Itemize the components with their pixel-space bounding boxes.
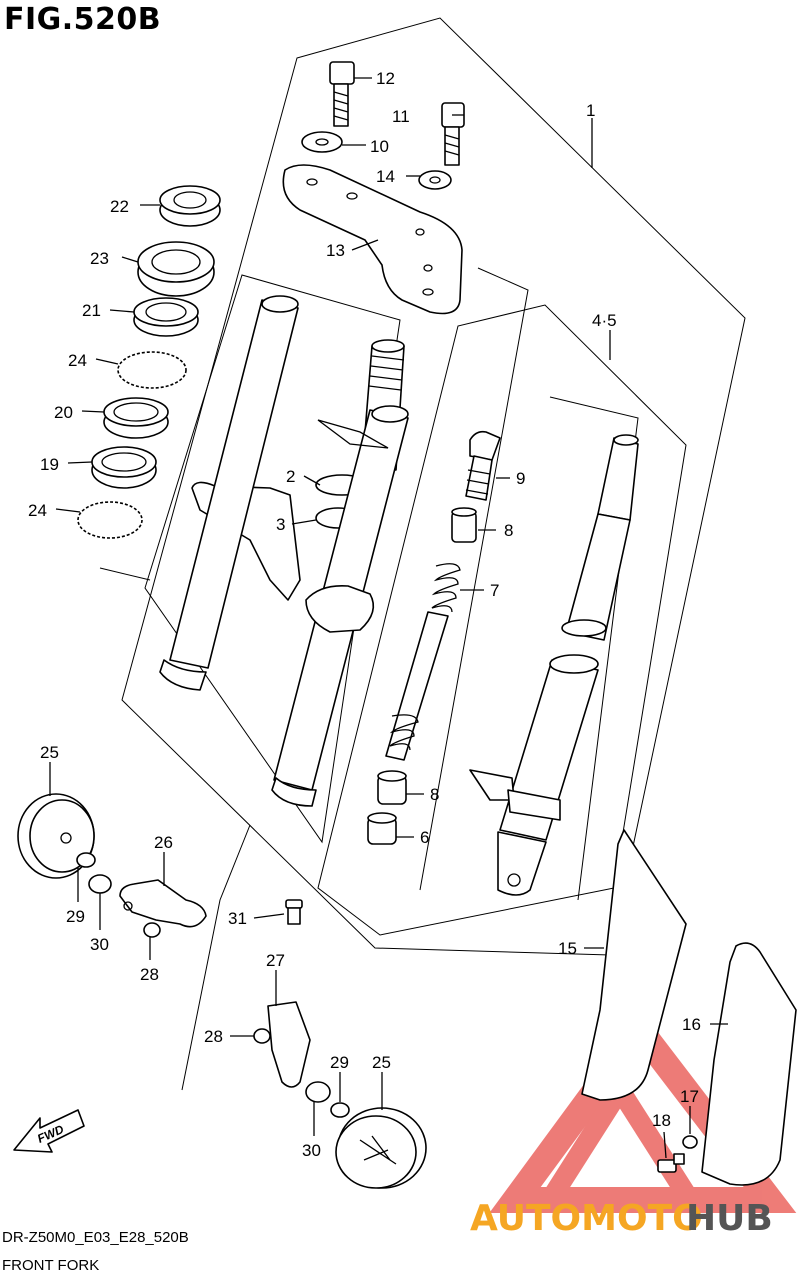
assembly-4-5-outline bbox=[317, 304, 687, 936]
cap-25-left bbox=[17, 793, 95, 879]
callout-8-lower: 8 bbox=[430, 785, 439, 804]
callout-27: 27 bbox=[266, 951, 285, 970]
nut-22 bbox=[159, 185, 221, 227]
outer-fork-leg bbox=[469, 434, 639, 896]
bracket-26 bbox=[119, 879, 207, 928]
spring-box-line bbox=[419, 267, 529, 891]
leader-lines bbox=[49, 77, 728, 1159]
cap-25-right bbox=[335, 1107, 427, 1189]
fork-guard-15 bbox=[581, 829, 687, 1101]
collar-30-right bbox=[305, 1081, 331, 1103]
callout-28-right: 28 bbox=[204, 1027, 223, 1046]
callout-19: 19 bbox=[40, 455, 59, 474]
watermark-logo bbox=[489, 1008, 797, 1213]
damper-9 bbox=[465, 430, 501, 501]
nut-28-right bbox=[253, 1028, 271, 1044]
bearing-24-upper bbox=[117, 351, 187, 389]
race-19 bbox=[91, 446, 157, 489]
bolt-12 bbox=[329, 61, 355, 127]
race-20 bbox=[103, 397, 169, 439]
watermark-text-left: AUTOMOTO bbox=[470, 1198, 703, 1239]
callout-16: 16 bbox=[682, 1015, 701, 1034]
bushing-29-left bbox=[76, 852, 96, 868]
callout-23: 23 bbox=[90, 249, 109, 268]
fwd-arrow: FWD bbox=[13, 1109, 85, 1153]
callout-24-upper: 24 bbox=[68, 351, 87, 370]
bolt-18 bbox=[657, 1153, 685, 1173]
washer-10 bbox=[301, 131, 343, 153]
callout-14: 14 bbox=[376, 167, 395, 186]
callout-29-left: 29 bbox=[66, 907, 85, 926]
callout-9: 9 bbox=[516, 469, 525, 488]
collar-8-lower bbox=[377, 770, 407, 805]
callout-25-right: 25 bbox=[372, 1053, 391, 1072]
washer-17 bbox=[682, 1135, 698, 1149]
callout-22: 22 bbox=[110, 197, 129, 216]
bracket-27 bbox=[267, 1001, 311, 1088]
collar-8-upper bbox=[451, 507, 477, 543]
nut-28-left bbox=[143, 922, 161, 938]
callout-3: 3 bbox=[276, 515, 285, 534]
callout-28-left: 28 bbox=[140, 965, 159, 984]
watermark-text-right: HUB bbox=[686, 1198, 773, 1239]
model-code: DR-Z50M0_E03_E28_520B bbox=[2, 1229, 189, 1246]
handlebar-holder-13 bbox=[282, 164, 463, 315]
callout-31: 31 bbox=[228, 909, 247, 928]
callout-24-lower: 24 bbox=[28, 501, 47, 520]
spring-7 bbox=[385, 563, 461, 761]
callout-11: 11 bbox=[392, 107, 410, 126]
callout-6: 6 bbox=[420, 828, 429, 847]
lower-box-line bbox=[181, 824, 251, 1091]
bolt-31 bbox=[285, 899, 303, 925]
bearing-bracket bbox=[99, 567, 151, 581]
bushing-29-right bbox=[330, 1102, 350, 1118]
callout-13: 13 bbox=[326, 241, 345, 260]
callout-25-left: 25 bbox=[40, 743, 59, 762]
bolt-11 bbox=[441, 102, 465, 166]
callout-10: 10 bbox=[370, 137, 389, 156]
figure-title: FIG.520B bbox=[4, 2, 162, 37]
race-21 bbox=[133, 297, 199, 337]
piece-6 bbox=[367, 812, 397, 845]
section-name: FRONT FORK bbox=[2, 1257, 100, 1274]
callout-4-5: 4·5 bbox=[592, 311, 617, 330]
fork-guard-16 bbox=[701, 942, 797, 1186]
seal-23 bbox=[137, 241, 215, 297]
bearing-24-lower bbox=[77, 501, 143, 539]
callout-21: 21 bbox=[82, 301, 101, 320]
washer-14 bbox=[418, 170, 452, 190]
fork-leg-box-line bbox=[549, 396, 639, 901]
bracket-clip bbox=[317, 419, 389, 449]
inner-tube-left bbox=[159, 295, 299, 691]
callout-15: 15 bbox=[558, 939, 577, 958]
callout-26: 26 bbox=[154, 833, 173, 852]
callout-17: 17 bbox=[680, 1087, 699, 1106]
callout-30-right: 30 bbox=[302, 1141, 321, 1160]
callout-7: 7 bbox=[490, 581, 499, 600]
collar-30-left bbox=[88, 874, 112, 894]
callout-20: 20 bbox=[54, 403, 73, 422]
callout-29-right: 29 bbox=[330, 1053, 349, 1072]
callout-8-upper: 8 bbox=[504, 521, 513, 540]
inner-tube-right bbox=[271, 405, 409, 807]
inner-tube-box bbox=[144, 274, 401, 844]
callout-18: 18 bbox=[652, 1111, 671, 1130]
callout-1: 1 bbox=[586, 101, 595, 120]
callout-30-left: 30 bbox=[90, 935, 109, 954]
callout-12: 12 bbox=[376, 69, 395, 88]
callout-2: 2 bbox=[286, 467, 295, 486]
